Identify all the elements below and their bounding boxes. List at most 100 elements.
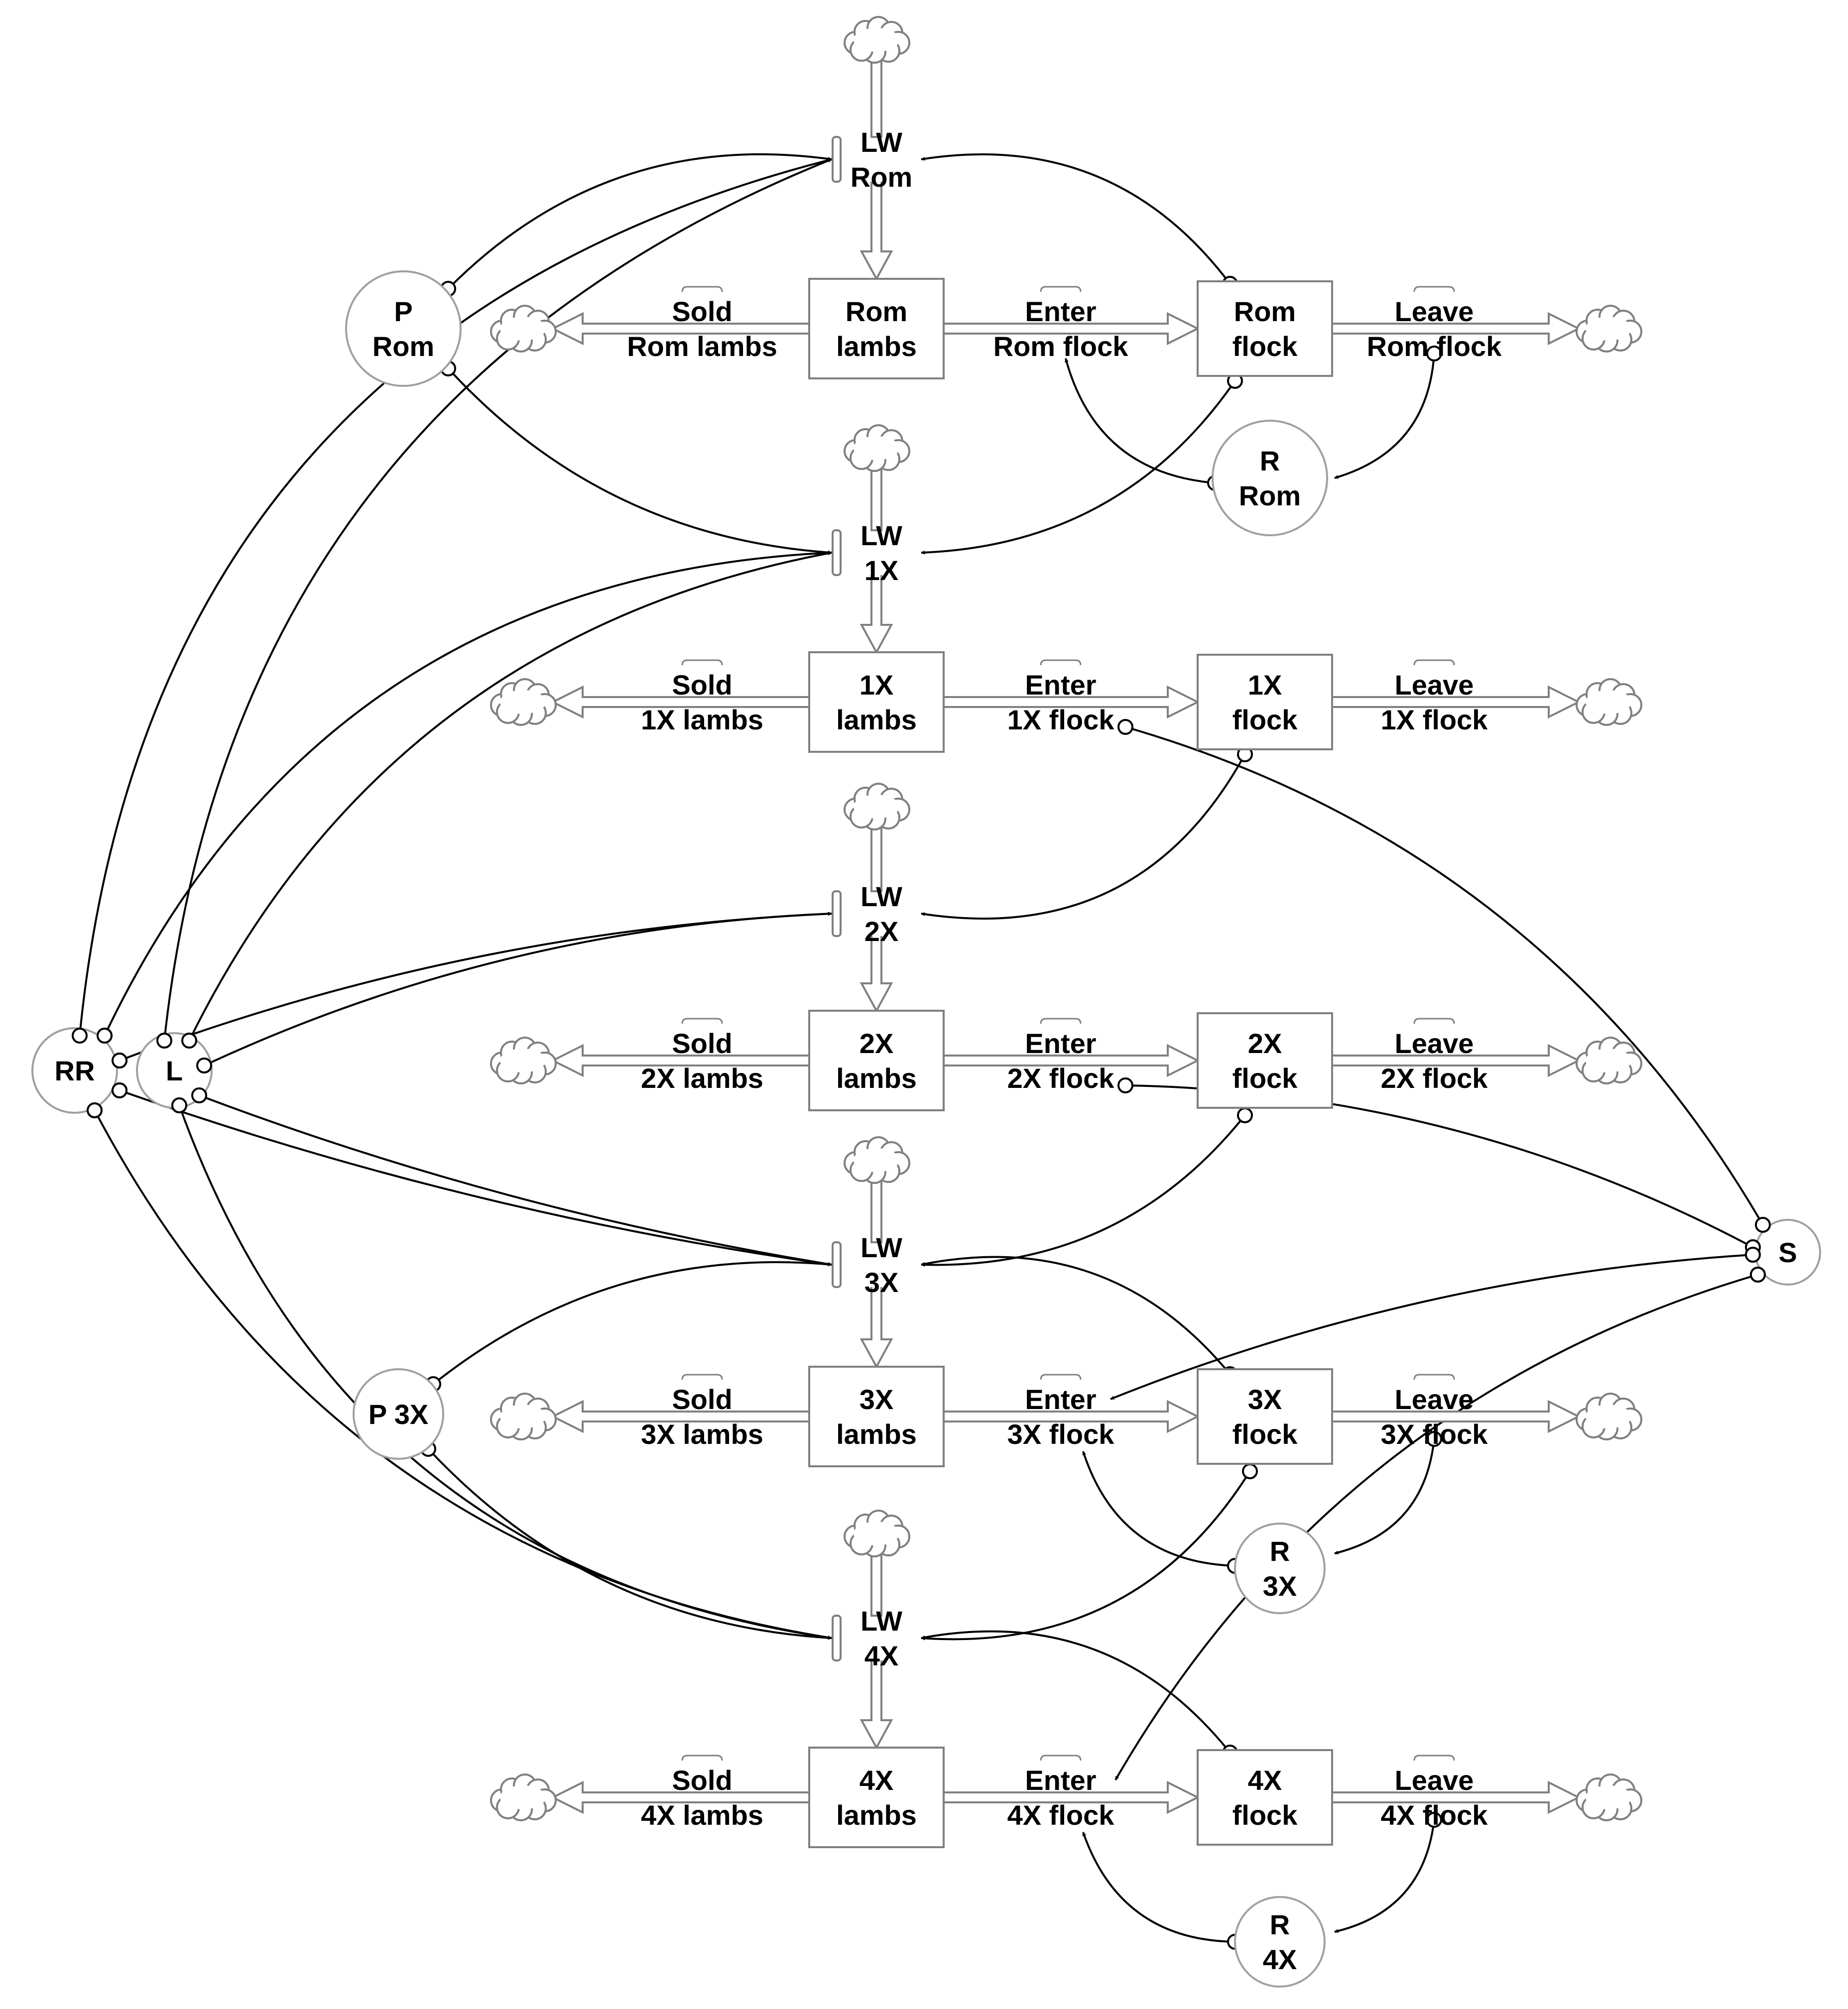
causal-links: [72, 153, 1766, 1950]
flow-leave_2x-label-line-2: 2X flock: [1381, 1063, 1488, 1094]
stock-3x-lambs-label-line-2: lambs: [836, 1418, 917, 1450]
flow-leave_1x-label-line-2: 1X flock: [1381, 704, 1488, 735]
aux-r-3x-label-line-1: R: [1270, 1536, 1290, 1567]
pipe-lw-3x: [860, 1287, 893, 1369]
link-l-lw2x: [204, 912, 832, 1066]
link-p3x-lw4x: [427, 1448, 832, 1640]
link-origin-3: [112, 1082, 127, 1098]
link-origin-8: [191, 1087, 207, 1103]
aux-p-rom-label-line-2: Rom: [372, 331, 434, 362]
aux-s[interactable]: S: [1754, 1219, 1821, 1286]
aux-p-3x[interactable]: P 3X: [353, 1368, 444, 1460]
flow-enter_2x-label-line-2: 2X flock: [1007, 1063, 1115, 1094]
link-origin-6: [181, 1033, 197, 1049]
cloud-icon-source-3x: [844, 1136, 910, 1184]
link-rr-lwrom: [79, 158, 832, 1036]
aux-l-label-line-1: L: [166, 1055, 183, 1086]
aux-s-label-line-1: S: [1778, 1237, 1797, 1268]
cloud-icon-source-1x: [844, 424, 910, 472]
flow-sold_rom-label-line-2: Rom lambs: [627, 331, 777, 362]
cloud-icon-sink-leave-2x: [1576, 1037, 1642, 1084]
aux-r-4x[interactable]: R4X: [1234, 1896, 1326, 1988]
aux-rr[interactable]: RR: [31, 1027, 118, 1114]
flow-enter_rom-label-line-1: Enter: [1025, 296, 1096, 327]
pipe-lw-2x: [860, 936, 893, 1013]
link-leave3x-r3x: [1334, 1438, 1435, 1555]
pipe-lw-1x: [860, 575, 893, 655]
stock-1x-flock-label-line-2: flock: [1232, 704, 1298, 735]
stock-1x-lambs-label-line-1: 1X: [860, 669, 894, 701]
stock-4x-lambs-label-line-2: lambs: [836, 1799, 917, 1831]
flow-sold_4x-label-line-2: 4X lambs: [641, 1799, 763, 1831]
link-prom-lw1x: [447, 367, 832, 555]
link-2xflock-lw3x-tail: [1237, 1107, 1253, 1123]
link-enter2x-s-tail: [1117, 1077, 1133, 1093]
pipe-source-1x: [870, 462, 882, 531]
link-origin-1: [97, 1028, 113, 1044]
flow-sold_4x-label-line-1: Sold: [672, 1765, 732, 1796]
link-romflock-lw1x: [921, 380, 1236, 555]
flow-leave_rom-label-line-1: Leave: [1395, 296, 1474, 327]
aux-r-3x[interactable]: R3X: [1234, 1523, 1326, 1614]
link-rr-lw1x: [104, 551, 832, 1036]
flow-enter_4x-label-line-2: 4X flock: [1007, 1799, 1115, 1831]
stock-3x-flock-label-line-1: 3X: [1248, 1384, 1282, 1415]
flow-sold_1x-label-line-2: 1X lambs: [641, 704, 763, 735]
aux-l[interactable]: L: [136, 1032, 213, 1109]
link-enter1x-s-tail: [1117, 719, 1133, 735]
aux-r-4x-label-line-1: R: [1270, 1909, 1290, 1940]
cloud-icon-sink-sold-4x: [490, 1773, 557, 1821]
pipe-source-rom: [870, 54, 882, 138]
stock-rom-lambs-label-line-2: lambs: [836, 331, 917, 362]
stock-rom-flock-label-line-1: Rom: [1234, 296, 1296, 327]
link-l-lw4x: [178, 1105, 832, 1640]
link-l-lw1x: [188, 551, 832, 1041]
pipe-lw-4x: [860, 1660, 893, 1750]
stock-2x-lambs-label-line-1: 2X: [860, 1028, 894, 1059]
link-origin-2: [112, 1053, 127, 1068]
flow-sold_1x-label-line-1: Sold: [672, 669, 732, 701]
stock-1x-flock-label-line-1: 1X: [1248, 669, 1282, 701]
valve-lw-rom: [832, 136, 842, 183]
link-romflock-lwrom: [921, 153, 1231, 285]
valve-lw-3x: [832, 1241, 842, 1288]
link-leave3x-r3x-tail: [1426, 1431, 1442, 1447]
link-prom-lwrom: [447, 153, 832, 290]
stock-4x-flock-label-line-1: 4X: [1248, 1765, 1282, 1796]
flow-sold_rom-label-line-1: Sold: [672, 296, 732, 327]
link-3xflock-lw3x: [921, 1256, 1231, 1375]
cloud-icon-sink-sold-3x: [490, 1393, 557, 1440]
